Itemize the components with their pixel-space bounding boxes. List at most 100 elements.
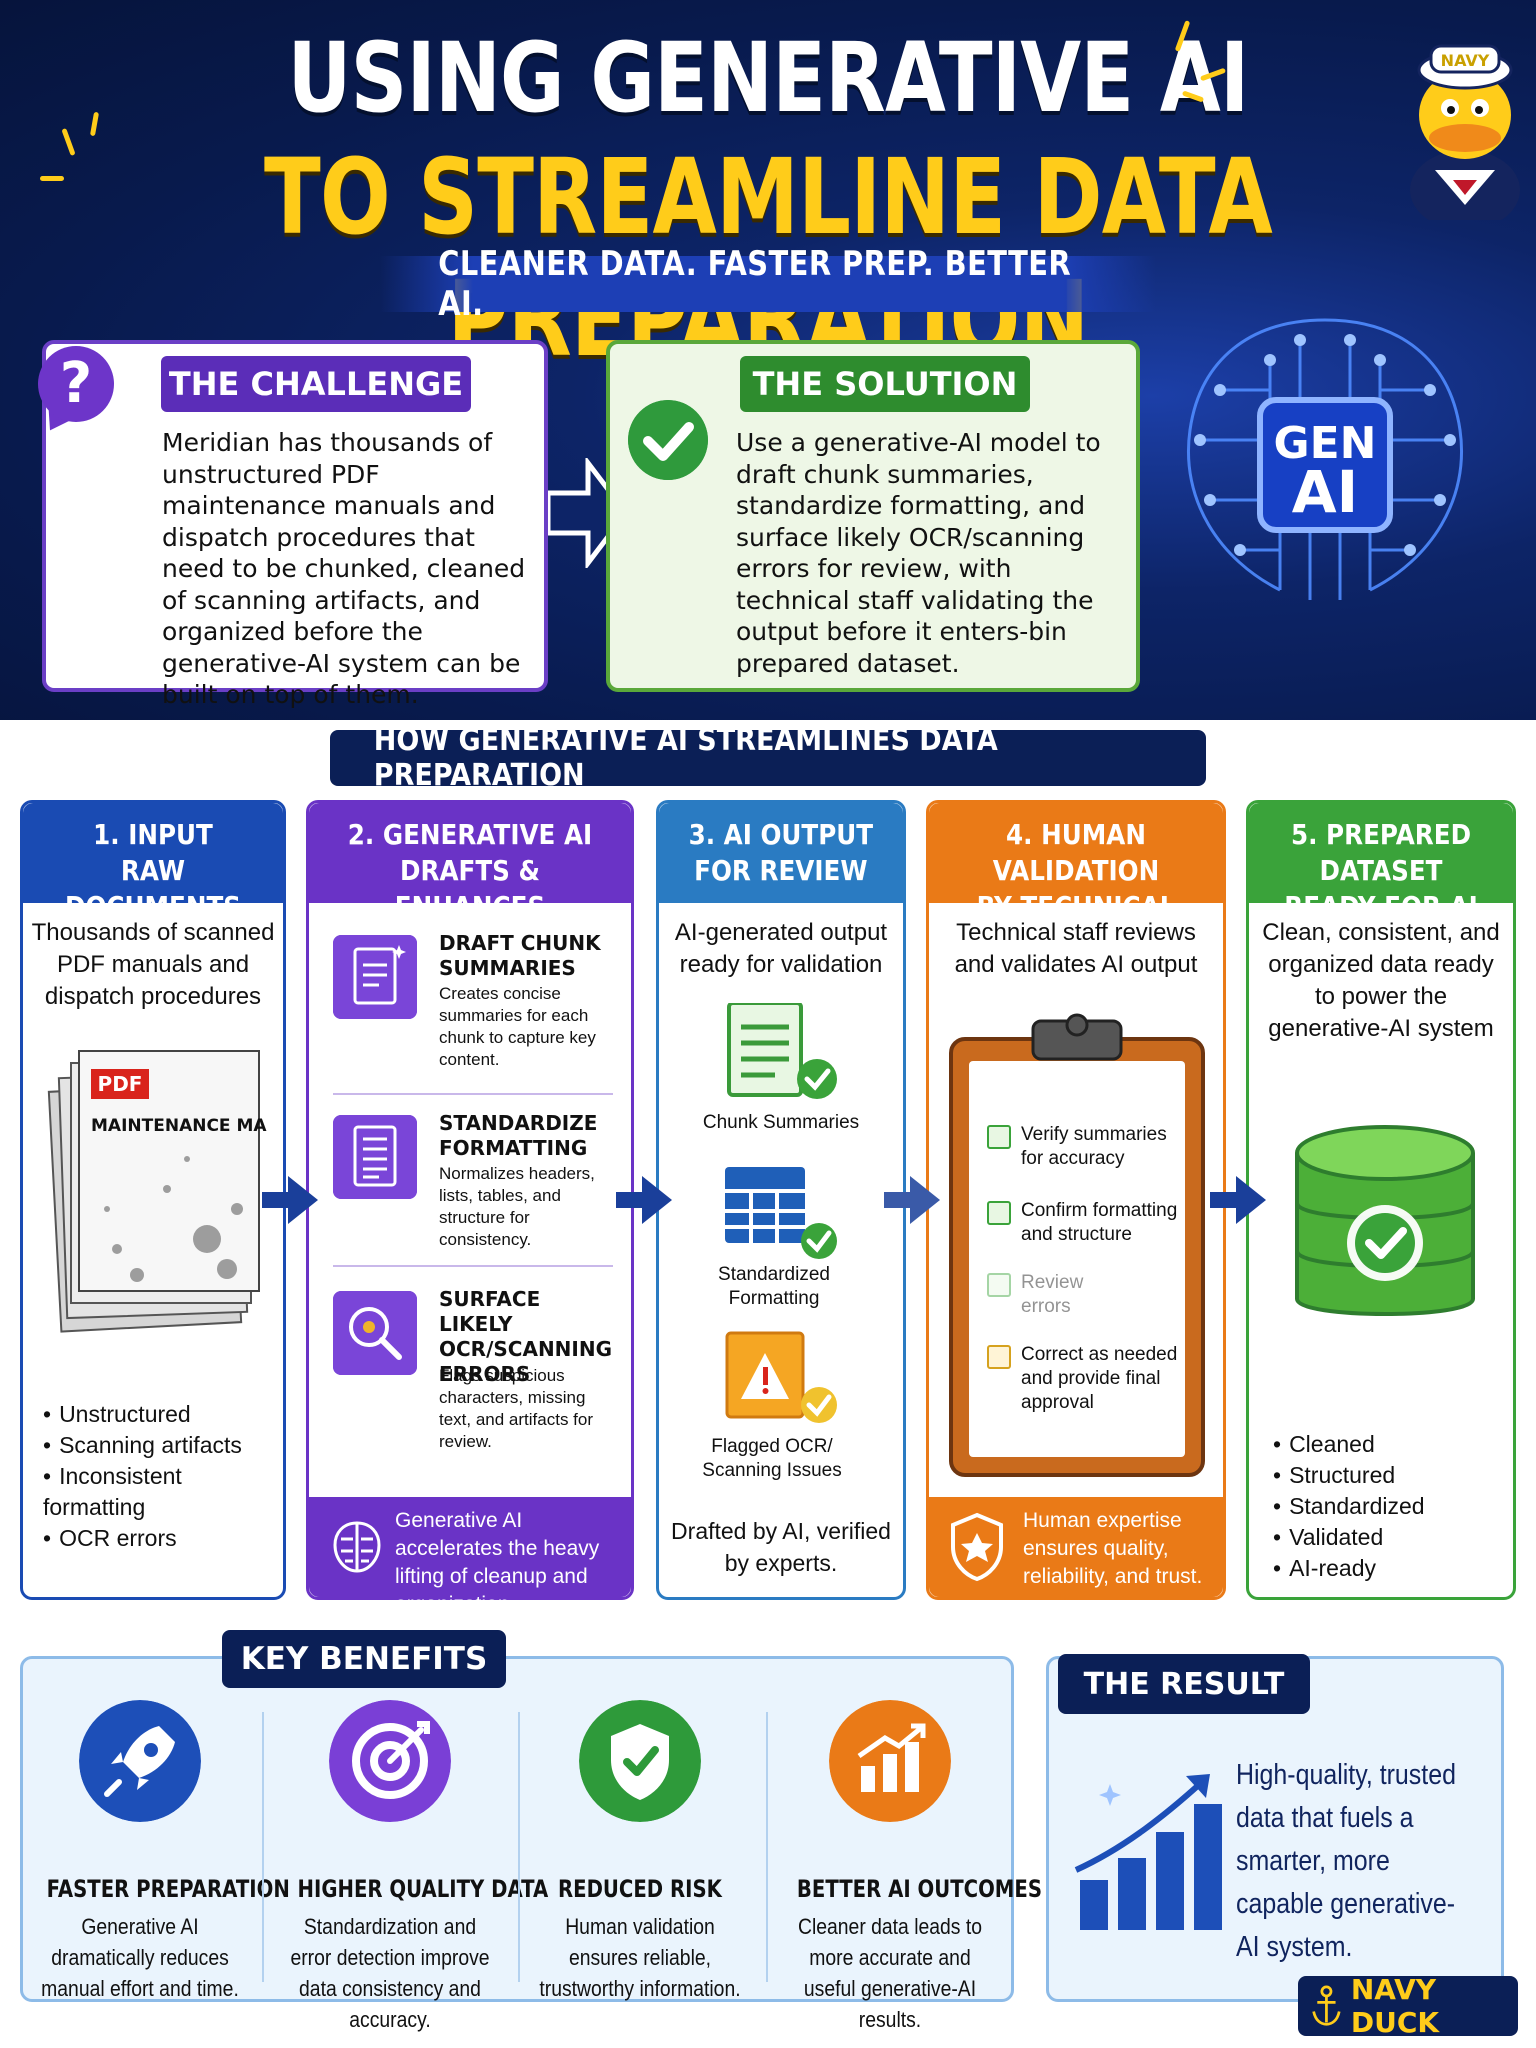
formatted-document-icon (333, 1115, 417, 1199)
feature-title: DRAFT CHUNK SUMMARIES (439, 931, 601, 980)
step-2-title: 2. GENERATIVE AI DRAFTS & ENHANCES (347, 818, 593, 923)
feature-desc: Flags suspicious characters, missing tex… (439, 1366, 594, 1451)
output-standardized-formatting: Standardized Formatting (718, 1264, 830, 1309)
step-3-header: 3. AI OUTPUT FOR REVIEW (659, 803, 903, 903)
step-2-footer: Generative AI accelerates the heavy lift… (309, 1497, 631, 1616)
divider (262, 1712, 264, 1982)
shield-check-icon (579, 1700, 701, 1822)
key-benefits-title: KEY BENEFITS (222, 1630, 506, 1688)
benefit-desc: Human validation ensures reliable, trust… (539, 1914, 741, 2001)
magnifier-search-icon (333, 1291, 417, 1375)
chunk-summary-document-icon (727, 1003, 837, 1099)
database-check-icon (1295, 1125, 1475, 1316)
rocket-icon (79, 1700, 201, 1822)
step-2-header: 2. GENERATIVE AI DRAFTS & ENHANCES (309, 803, 631, 923)
list-item: Scanning artifacts (43, 1430, 283, 1461)
growth-chart-icon (1074, 1774, 1222, 1930)
divider (333, 1093, 613, 1095)
brain-icon (333, 1521, 381, 1573)
sparkle-decoration (40, 176, 64, 181)
feature-draft-summaries: DRAFT CHUNK SUMMARIES Creates concise su… (333, 925, 623, 1085)
benefit-title: REDUCED RISK (558, 1875, 722, 1903)
pdf-badge: PDF (98, 1072, 143, 1096)
list-item: OCR errors (43, 1523, 283, 1554)
list-item: Validated (1273, 1522, 1425, 1553)
benefit-better-ai: BETTER AI OUTCOMES Cleaner data leads to… (770, 1700, 1043, 2035)
tagline-banner: CLEANER DATA. FASTER PREP. BETTER AI. (380, 244, 1156, 324)
step-5-header: 5. PREPARED DATASET READY FOR AI (1249, 803, 1513, 923)
step-5-title: 5. PREPARED DATASET READY FOR AI (1284, 818, 1478, 923)
anchor-icon (1312, 1985, 1341, 2026)
feature-desc: Normalizes headers, lists, tables, and s… (439, 1164, 595, 1249)
gen-ai-line2: AI (1292, 458, 1358, 526)
step-4-lead: Technical staff reviews and validates AI… (954, 919, 1198, 978)
benefit-title: HIGHER QUALITY DATA (297, 1875, 549, 1903)
process-section-title: HOW GENERATIVE AI STREAMLINES DATA PREPA… (330, 723, 1206, 793)
flow-arrow-icon (1210, 1176, 1266, 1224)
benefit-reduced-risk: REDUCED RISK Human validation ensures re… (520, 1700, 760, 2004)
hero-banner: USING GENERATIVE AI TO STREAMLINE DATA P… (0, 0, 1536, 720)
divider (333, 1265, 613, 1267)
list-item: Standardized (1273, 1491, 1425, 1522)
step-1-title: 1. INPUT RAW DOCUMENTS (64, 818, 242, 923)
clipboard-icon (949, 1013, 1205, 1477)
brand-name: NAVY DUCK (1350, 1973, 1440, 2039)
list-item: Inconsistent formatting (43, 1461, 283, 1523)
gen-ai-line1: GEN (1274, 418, 1377, 469)
benefit-title: FASTER PREPARATION (46, 1875, 290, 1903)
benefit-desc: Standardization and error detection impr… (290, 1914, 490, 2032)
flow-arrow-icon (884, 1176, 940, 1224)
pdf-stack-icon: PDF MAINTENANCE MANUAL (47, 1050, 267, 1333)
step-5-bullets: Cleaned Structured Standardized Validate… (1273, 1429, 1425, 1584)
step-1-bullets: Unstructured Scanning artifacts Inconsis… (43, 1399, 283, 1554)
mascot-hat-text: NAVY (1441, 51, 1490, 70)
step-3-output-column: 3. AI OUTPUT FOR REVIEW AI-generated out… (656, 800, 906, 1600)
check-circle-icon (628, 400, 708, 480)
feature-desc: Creates concise summaries for each chunk… (439, 984, 596, 1069)
title-line-1: USING GENERATIVE AI (287, 22, 1249, 134)
tagline-text: CLEANER DATA. FASTER PREP. BETTER AI. (438, 244, 1072, 324)
step-4-footer: Human expertise ensures quality, reliabi… (929, 1497, 1223, 1597)
step-4-header: 4. HUMAN VALIDATION BY TECHNICAL STAFF (929, 803, 1223, 959)
process-title-text: HOW GENERATIVE AI STREAMLINES DATA PREPA… (373, 723, 998, 793)
step-1-lead: Thousands of scanned PDF manuals and dis… (31, 919, 275, 1010)
solution-title: THE SOLUTION (740, 356, 1030, 412)
benefit-desc: Cleaner data leads to more accurate and … (797, 1914, 983, 2032)
checkbox-review (987, 1273, 1011, 1297)
step-2-footer-text: Generative AI accelerates the heavy lift… (395, 1509, 600, 1616)
step-1-input-column: 1. INPUT RAW DOCUMENTS Thousands of scan… (20, 800, 286, 1600)
checkbox-correct (987, 1345, 1011, 1369)
checklist-item: Confirm formatting and structure (1021, 1200, 1178, 1245)
flow-arrow-icon (262, 1176, 318, 1224)
step-3-lead: AI-generated output ready for validation (674, 919, 888, 978)
document-list-icon (333, 935, 417, 1019)
step-3-footer: Drafted by AI, verified by experts. (671, 1518, 891, 1576)
checkbox-verify (987, 1125, 1011, 1149)
target-icon (329, 1700, 451, 1822)
challenge-title: THE CHALLENGE (161, 356, 471, 412)
sparkle-decoration (89, 111, 100, 137)
gen-ai-brain-chip-icon: GEN AI (1187, 318, 1463, 600)
bar-growth-icon (829, 1700, 951, 1822)
flow-arrow-icon (616, 1176, 672, 1224)
step-4-title: 4. HUMAN VALIDATION BY TECHNICAL STAFF (976, 818, 1176, 959)
pdf-doc-title: MAINTENANCE MANUAL (91, 1116, 267, 1136)
step-5-lead: Clean, consistent, and organized data re… (1262, 919, 1500, 1042)
feature-standardize-formatting: STANDARDIZE FORMATTING Normalizes header… (333, 1105, 623, 1265)
benefit-faster-preparation: FASTER PREPARATION Generative AI dramati… (20, 1700, 290, 2004)
step-3-title: 3. AI OUTPUT FOR REVIEW (688, 818, 874, 887)
divider (518, 1712, 520, 1982)
checklist-item: Correct as needed and provide final appr… (1021, 1344, 1178, 1413)
checklist-item: Review errors (1021, 1272, 1084, 1317)
feature-title: SURFACE LIKELY OCR/SCANNING ERRORS (439, 1287, 613, 1386)
solution-body: Use a generative-AI model to draft chunk… (736, 428, 1101, 678)
result-body: High-quality, trusted data that fuels a … (1236, 1759, 1456, 1963)
sparkle-decoration (61, 127, 76, 157)
key-benefits-panel (20, 1656, 1014, 2002)
list-item: Structured (1273, 1460, 1425, 1491)
table-grid-icon (725, 1167, 837, 1259)
benefit-higher-quality: HIGHER QUALITY DATA Standardization and … (270, 1700, 549, 2035)
benefit-title: BETTER AI OUTCOMES (796, 1875, 1043, 1903)
duck-mascot-icon: NAVY (1410, 44, 1520, 220)
output-flagged-issues: Flagged OCR/ Scanning Issues (702, 1436, 842, 1481)
